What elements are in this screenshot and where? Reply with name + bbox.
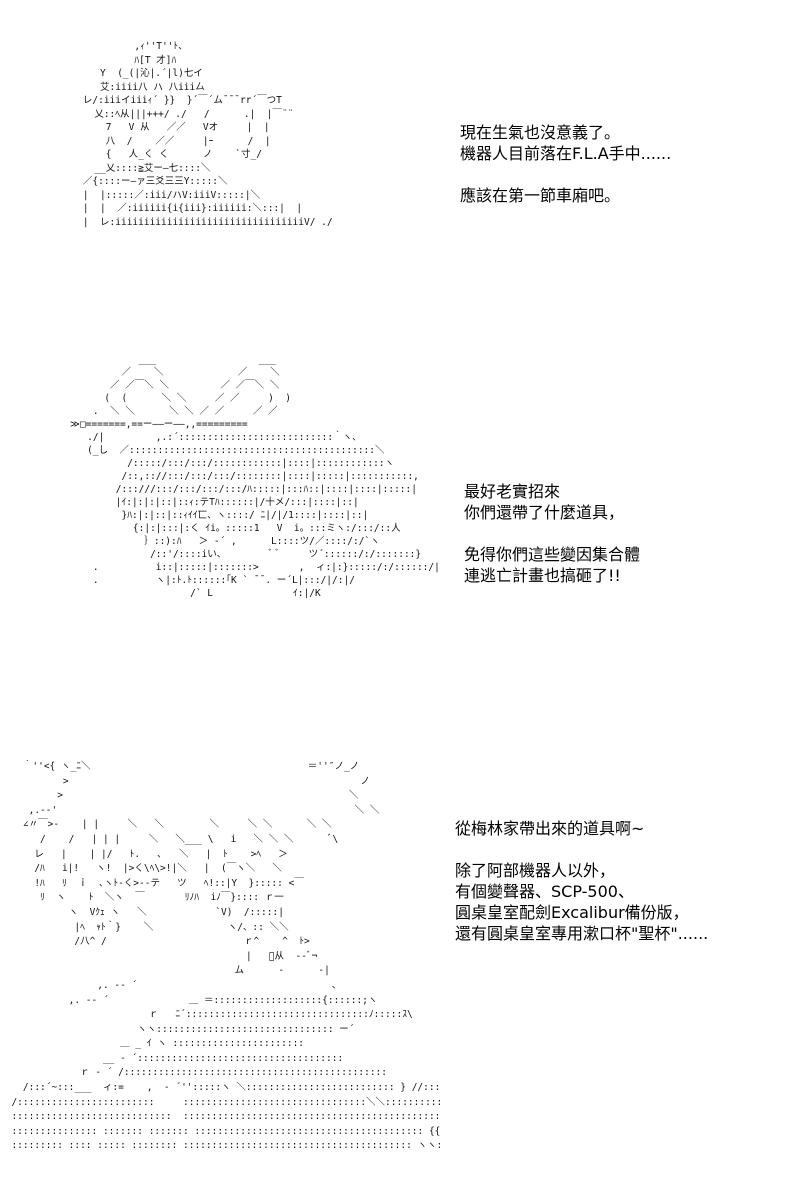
- caption-line: 連逃亡計畫也搞砸了!!: [464, 566, 621, 585]
- panel-2: ___ ___ ／ ＼ ／ ＼ ／ ／￣＼ ＼ ／ ／￣＼ ＼ ( ( ＼ ＼ …: [0, 330, 800, 710]
- caption-line: 圓桌皇室配劍Excalibur備份版，: [455, 903, 689, 922]
- ascii-art-character-with-ribbon: ___ ___ ／ ＼ ／ ＼ ／ ／￣＼ ＼ ／ ／￣＼ ＼ ( ( ＼ ＼ …: [70, 354, 440, 599]
- caption-line: 現在生氣也沒意義了。: [460, 123, 621, 142]
- ascii-art-character-with-plush: ,ｨ''T''ﾄ、 ﾊ[T 才]ﾊ Y (_(|沁|.´|l)七イ 艾:iiii…: [82, 41, 333, 228]
- dialogue-caption: 現在生氣也沒意義了。 機器人目前落在F.L.A手中...... 應該在第一節車廂…: [460, 122, 671, 206]
- caption-line: 免得你們這些變因集合體: [464, 545, 641, 564]
- caption-line: 從梅林家帶出來的道具啊~: [455, 819, 645, 838]
- dialogue-caption: 最好老實招來 你們還帶了什麼道具， 免得你們這些變因集合體 連逃亡計畫也搞砸了!…: [464, 481, 640, 586]
- panel-1: ,ｨ''T''ﾄ、 ﾊ[T 才]ﾊ Y (_(|沁|.´|l)七イ 艾:iiii…: [0, 0, 800, 320]
- caption-line: 還有圓桌皇室專用漱口杯"聖杯"......: [455, 924, 709, 943]
- caption-line: 應該在第一節車廂吧。: [460, 186, 621, 205]
- caption-line: 機器人目前落在F.L.A手中......: [460, 144, 672, 163]
- caption-line: [464, 523, 640, 544]
- panel-3: ｀''<{ ヽ_ﾆ＼ ＝''″ノ_ノ > ノ > ＼ ,.--': [0, 740, 800, 1200]
- ascii-art-character-closeup: ｀''<{ ヽ_ﾆ＼ ＝''″ノ_ノ > ノ > ＼ ,.--': [11, 761, 440, 1152]
- dialogue-caption: 從梅林家帶出來的道具啊~ 除了阿部機器人以外， 有個變聲器、SCP-500、 圓…: [455, 818, 708, 944]
- caption-line: 除了阿部機器人以外，: [455, 861, 616, 880]
- caption-line: [455, 839, 708, 860]
- caption-line: 有個變聲器、SCP-500、: [455, 882, 634, 901]
- caption-line: [460, 164, 671, 185]
- caption-line: 你們還帶了什麼道具，: [464, 503, 625, 522]
- caption-line: 最好老實招來: [464, 482, 561, 501]
